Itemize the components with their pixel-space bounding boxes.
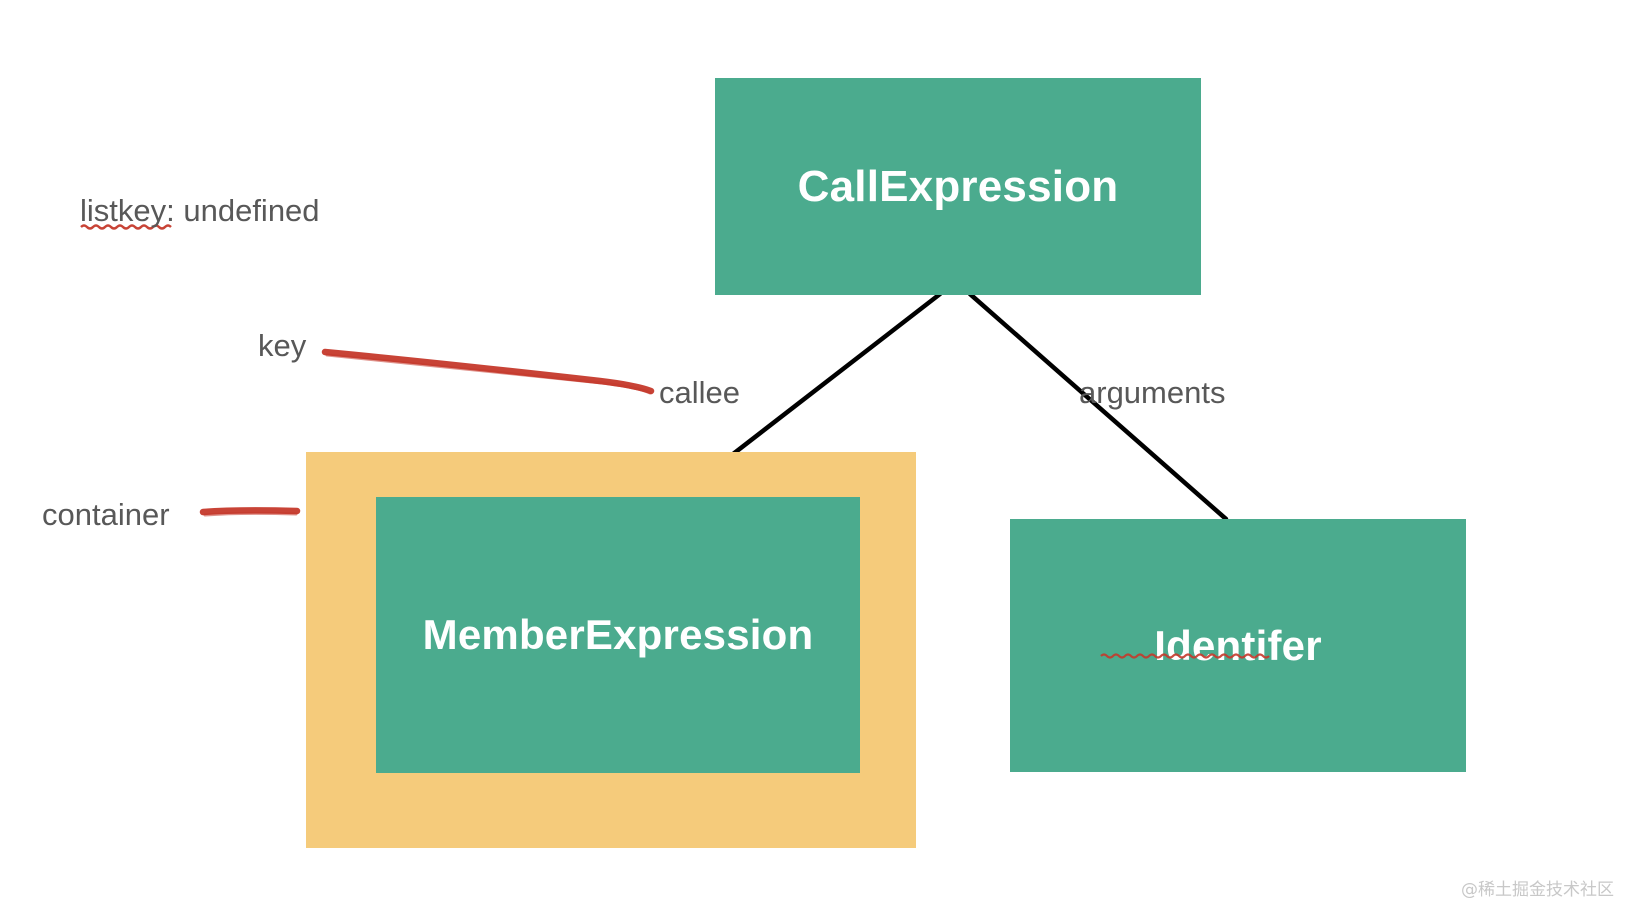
node-call-expression[interactable]: CallExpression (715, 78, 1201, 295)
annotation-key: key (258, 328, 307, 363)
node-identifer-label: Identifer (1154, 621, 1322, 669)
node-member-expression[interactable]: MemberExpression (376, 497, 860, 773)
edge-label-arguments: arguments (1079, 375, 1226, 410)
node-identifer[interactable]: Identifer (1010, 519, 1466, 772)
annotation-listkey: listkey: undefined (80, 193, 320, 228)
node-call-expression-label: CallExpression (797, 161, 1119, 211)
watermark: @稀土掘金技术社区 (1461, 880, 1614, 900)
edge-label-callee: callee (659, 375, 740, 410)
node-member-expression-label: MemberExpression (422, 611, 814, 658)
annotation-container: container (42, 497, 170, 532)
